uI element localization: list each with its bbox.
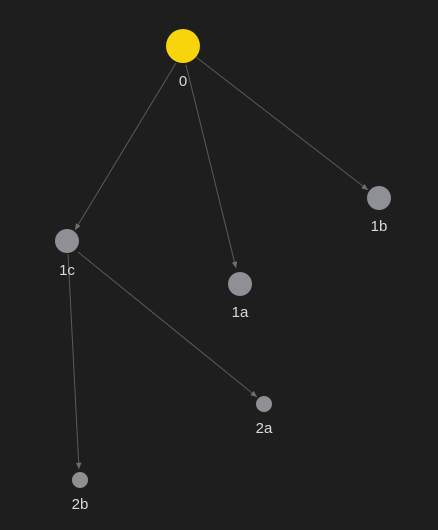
graph-node-1a[interactable]: 1a: [228, 272, 252, 321]
node-2b-circle[interactable]: [72, 472, 88, 488]
edge-1c-2b: [67, 253, 82, 470]
graph-node-0[interactable]: 0: [166, 29, 200, 90]
node-2a-label: 2a: [256, 420, 273, 437]
edge-0-1c: [74, 62, 177, 231]
graph-node-2b[interactable]: 2b: [72, 472, 89, 513]
node-0-circle[interactable]: [166, 29, 200, 63]
edge-1c-2a: [77, 251, 258, 398]
graph-node-2a[interactable]: 2a: [256, 396, 273, 437]
graph-node-1b[interactable]: 1b: [367, 186, 391, 235]
node-1c-label: 1c: [59, 262, 75, 279]
node-1b-circle[interactable]: [367, 186, 391, 210]
edge-0-1b: [195, 56, 369, 191]
edge-0-1a: [185, 64, 238, 269]
node-1c-circle[interactable]: [55, 229, 79, 253]
node-1b-label: 1b: [371, 218, 388, 235]
node-1a-label: 1a: [232, 304, 249, 321]
node-2a-circle[interactable]: [256, 396, 272, 412]
graph-node-1c[interactable]: 1c: [55, 229, 79, 279]
node-0-label: 0: [179, 73, 187, 90]
node-2b-label: 2b: [72, 496, 89, 513]
node-1a-circle[interactable]: [228, 272, 252, 296]
